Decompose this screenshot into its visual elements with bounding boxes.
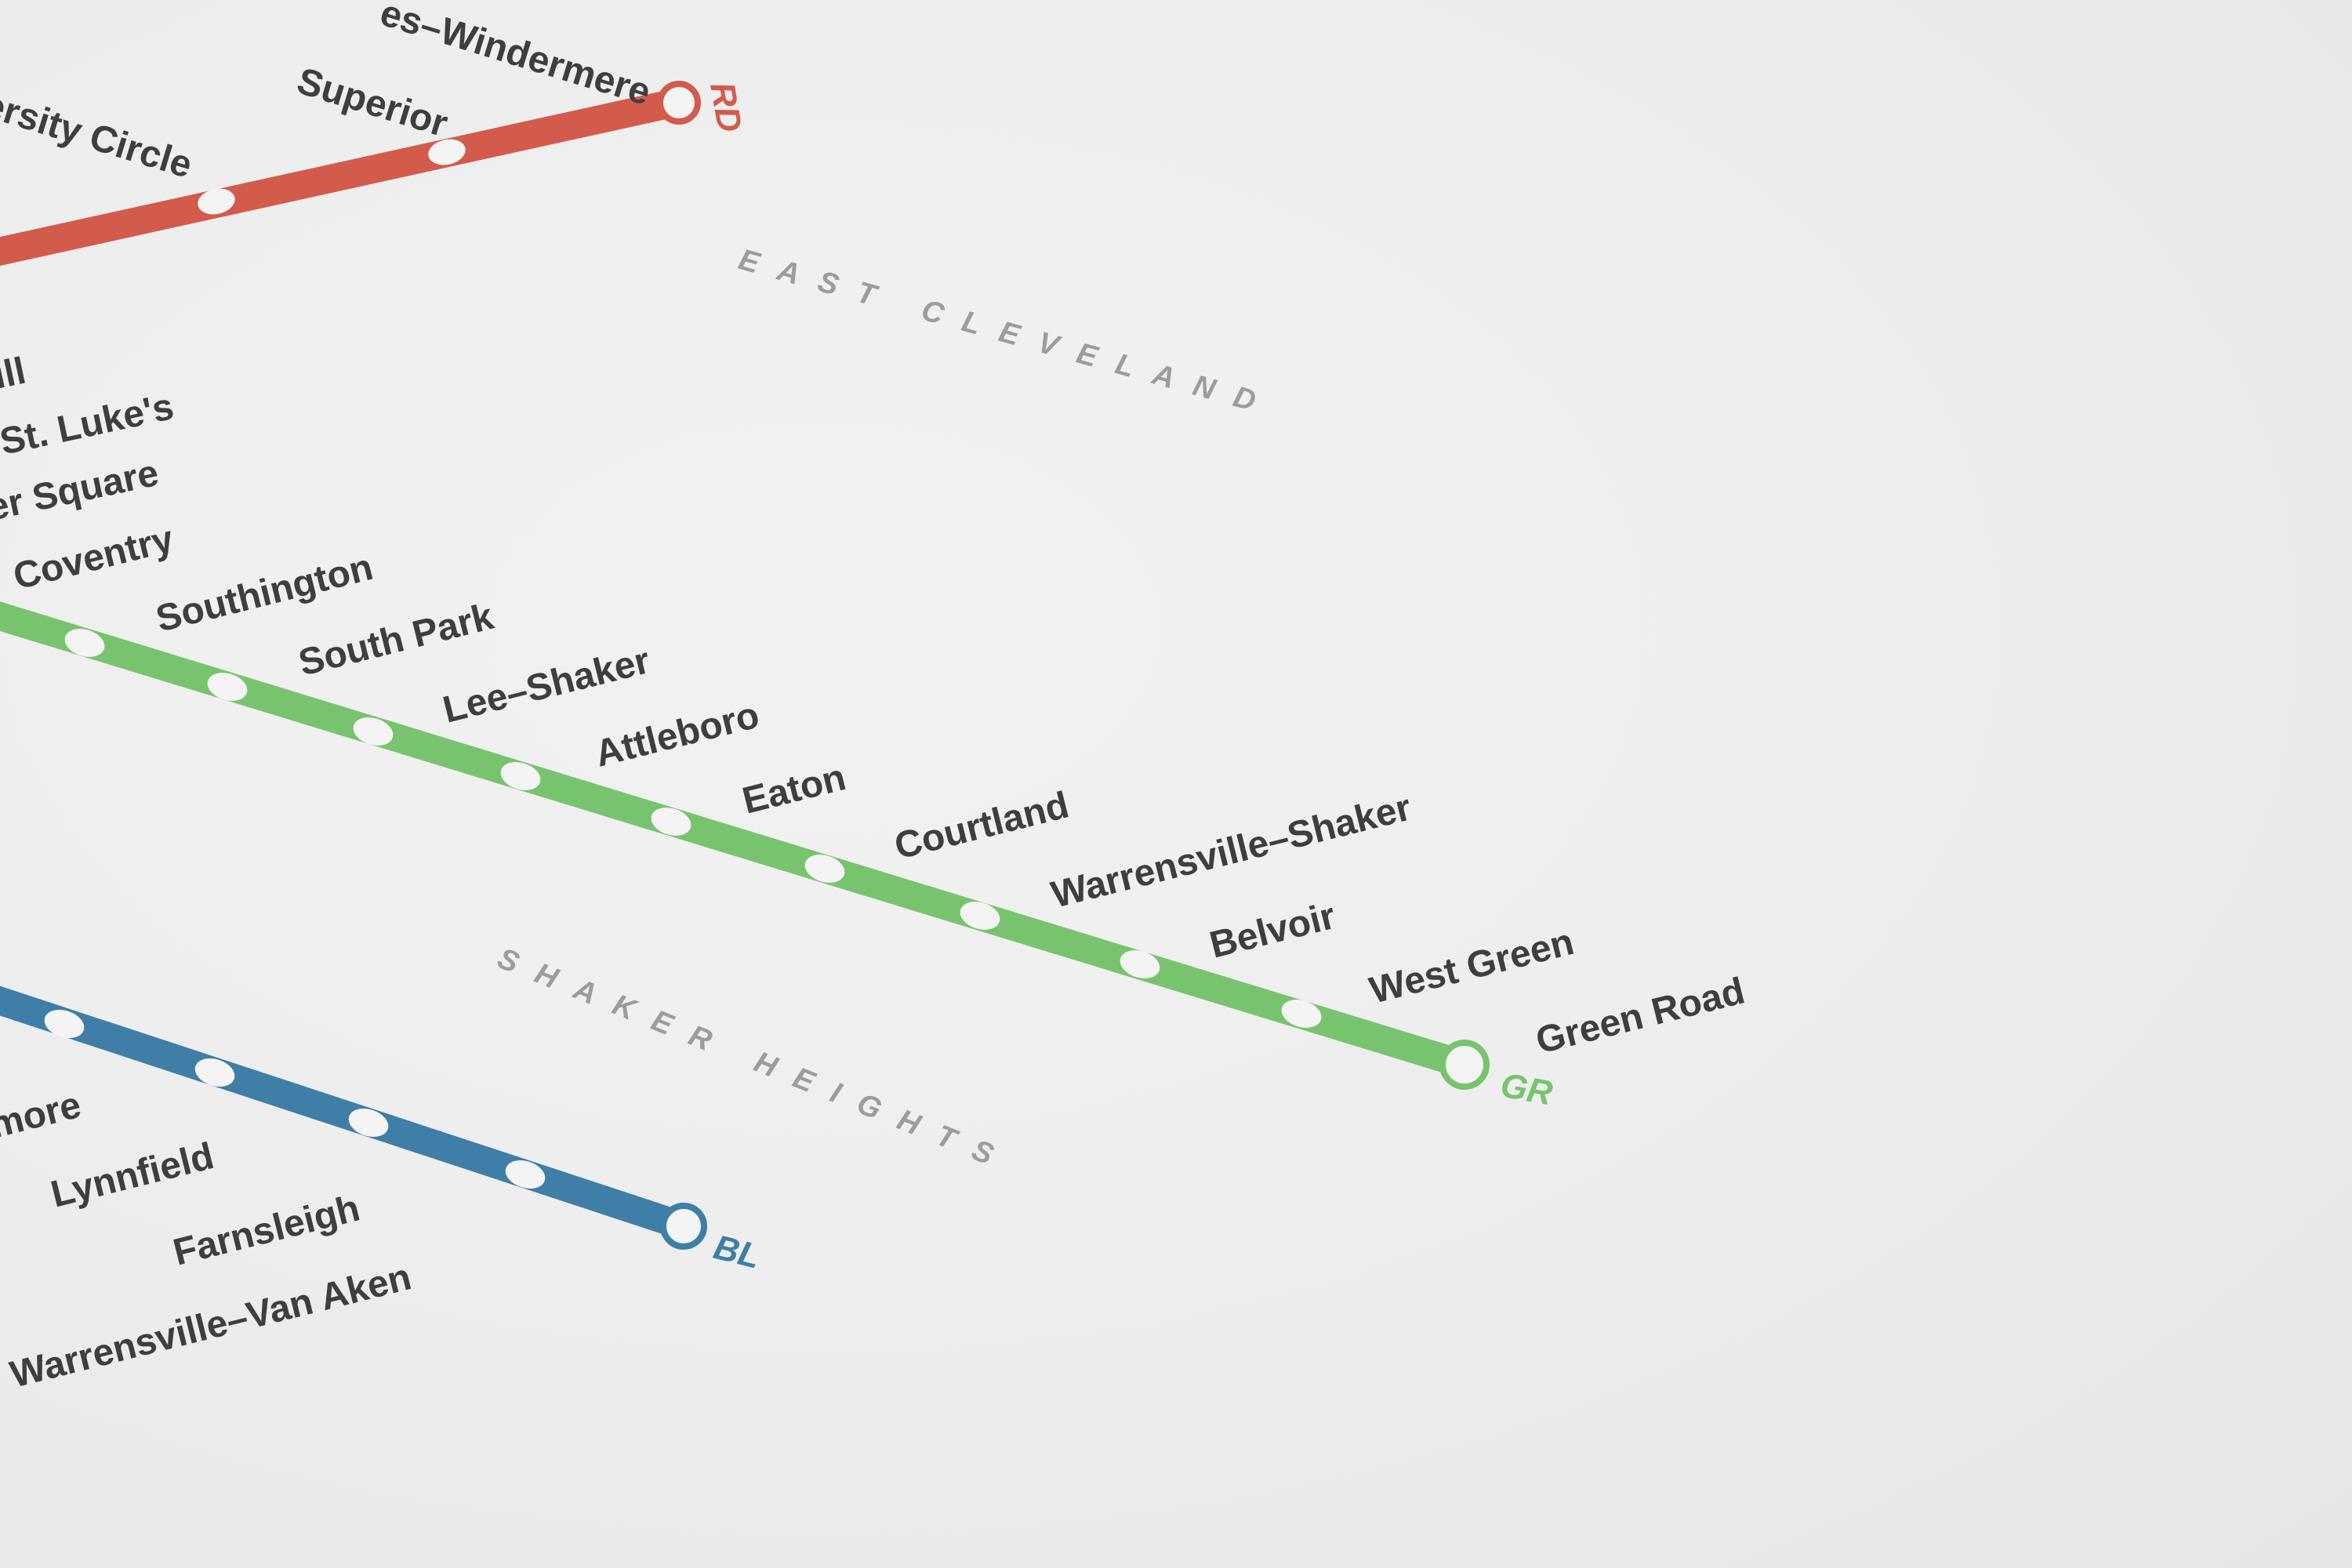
blue-line: more Lynnfield Farnsleigh Warrensville–V… [0, 985, 764, 1396]
station-label[interactable]: St. Luke's [0, 386, 177, 463]
station-label[interactable]: ill [0, 350, 29, 397]
station-label[interactable]: Southington [152, 546, 377, 641]
station-dot[interactable] [1116, 946, 1163, 983]
green-line: Coventry Southington South Park Lee–Shak… [0, 518, 1749, 1113]
offscreen-line-labels: ill St. Luke's er Square [0, 350, 177, 529]
station-dot[interactable] [956, 897, 1004, 935]
blue-line-track [0, 985, 698, 1240]
terminus-marker[interactable] [1439, 1040, 1490, 1090]
area-label-east-cleveland: EAST CLEVELAND [735, 243, 1279, 423]
station-dot[interactable] [195, 185, 238, 217]
station-label[interactable]: Lynnfield [47, 1135, 218, 1216]
station-label[interactable]: ersity Circle [0, 84, 197, 187]
station-label[interactable]: Superior [292, 60, 452, 145]
station-dot[interactable] [1278, 995, 1325, 1033]
station-dot[interactable] [345, 1104, 392, 1142]
station-label[interactable]: Warrensville–Van Aken [6, 1256, 416, 1396]
station-dot[interactable] [204, 668, 251, 706]
station-dot[interactable] [648, 803, 695, 840]
station-label[interactable]: Green Road [1532, 970, 1749, 1062]
station-dot[interactable] [801, 850, 848, 887]
red-line: ersity Circle Superior es–Windermere RD [0, 0, 749, 267]
line-code-green: GR [1497, 1066, 1555, 1113]
station-dot[interactable] [191, 1054, 238, 1091]
station-label[interactable]: more [0, 1084, 85, 1147]
station-label[interactable]: Courtland [891, 784, 1073, 867]
station-dot[interactable] [502, 1156, 549, 1193]
station-dot[interactable] [61, 624, 108, 662]
line-code-red: RD [702, 79, 749, 135]
terminus-marker[interactable] [657, 81, 701, 125]
station-label[interactable]: West Green [1366, 921, 1578, 1012]
station-dot[interactable] [497, 757, 544, 795]
station-label[interactable]: South Park [295, 596, 498, 684]
station-label[interactable]: Farnsleigh [169, 1188, 364, 1274]
station-label[interactable]: Coventry [9, 518, 178, 598]
terminus-marker[interactable] [660, 1203, 707, 1250]
station-dot[interactable] [41, 1005, 88, 1043]
station-label[interactable]: Warrensville–Shaker [1047, 786, 1415, 916]
red-line-track [0, 88, 693, 267]
area-label-shaker-heights: SHAKER HEIGHTS [493, 942, 1017, 1179]
station-label[interactable]: Eaton [739, 757, 850, 822]
station-label[interactable]: Belvoir [1206, 895, 1340, 967]
station-dot[interactable] [426, 136, 468, 168]
station-label[interactable]: Lee–Shaker [439, 640, 654, 731]
station-dot[interactable] [350, 713, 397, 750]
station-label[interactable]: er Square [0, 452, 162, 529]
line-code-blue: BL [710, 1228, 764, 1276]
station-label[interactable]: Attleboro [591, 695, 764, 775]
